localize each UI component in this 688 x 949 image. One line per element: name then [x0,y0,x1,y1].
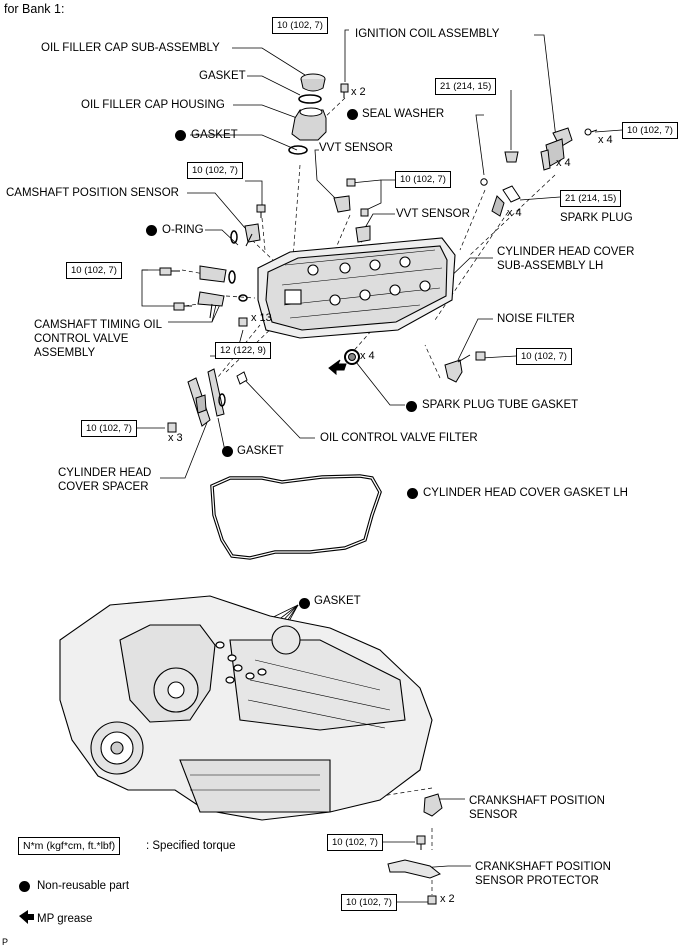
bank-title: for Bank 1: [4,2,65,16]
label-cylinder-head-cover-spacer: CYLINDER HEAD COVER SPACER [58,467,152,493]
torque-cover-bolt: 12 (122, 9) [215,342,271,359]
torque-spacer: 10 (102, 7) [81,420,137,437]
torque-cap-bolt: 10 (102, 7) [272,17,328,34]
torque-crank-protector: 10 (102, 7) [341,894,397,911]
figure-code: P [2,937,9,947]
label-spark-plug-tube-gasket: SPARK PLUG TUBE GASKET [422,399,579,411]
non-reusable-marker [299,598,310,609]
torque-washer-bolt: 21 (214, 15) [435,78,497,95]
label-gasket-housing: GASKET [191,129,238,141]
qty-protector-bolt: x 2 [440,893,455,905]
label-vvt-sensor-1: VVT SENSOR [319,142,393,154]
label-camshaft-timing-oil-control-valve-assembly: CAMSHAFT TIMING OIL CONTROL VALVE ASSEMB… [34,319,163,359]
label-cylinder-head-cover-sub-assembly-lh: CYLINDER HEAD COVER SUB-ASSEMBLY LH [497,246,635,272]
label-noise-filter: NOISE FILTER [497,313,575,325]
qty-tube-gasket: x 4 [360,350,375,362]
label-crankshaft-position-sensor: CRANKSHAFT POSITION SENSOR [469,795,605,821]
torque-noise-filter: 10 (102, 7) [516,348,572,365]
torque-camshaft-sensor: 10 (102, 7) [187,162,243,179]
non-reusable-marker [146,225,157,236]
label-gasket-top: GASKET [199,70,246,82]
non-reusable-marker [222,446,233,457]
label-oil-control-valve-filter: OIL CONTROL VALVE FILTER [320,432,478,444]
legend-torque-desc: : Specified torque [146,840,236,852]
qty-spark-plug: x 4 [507,207,522,219]
qty-cover-bolt: x 13 [251,312,272,324]
legend-non-reusable: Non-reusable part [37,880,130,892]
label-spark-plug: SPARK PLUG [560,212,633,224]
non-reusable-marker [175,130,186,141]
label-seal-washer: SEAL WASHER [362,108,445,120]
label-gasket-engine: GASKET [314,595,361,607]
non-reusable-marker [347,109,358,120]
qty-ignition-coil: x 4 [556,157,571,169]
label-ignition-coil-assembly: IGNITION COIL ASSEMBLY [355,28,500,40]
torque-timing-valve: 10 (102, 7) [66,262,122,279]
legend-mp-grease: MP grease [37,913,93,925]
label-cylinder-head-cover-gasket-lh: CYLINDER HEAD COVER GASKET LH [423,487,628,499]
label-vvt-sensor-2: VVT SENSOR [396,208,470,220]
qty-spacer-bolt: x 3 [168,432,183,444]
non-reusable-marker [407,488,418,499]
legend-torque-format: N*m (kgf*cm, ft.*lbf) [18,837,121,855]
legend-non-reusable-dot [19,881,30,892]
label-camshaft-position-sensor: CAMSHAFT POSITION SENSOR [6,187,179,199]
label-o-ring: O-RING [162,224,204,236]
qty-cap-bolt: x 2 [351,86,366,98]
torque-spark-plug: 21 (214, 15) [560,190,622,207]
mp-grease-arrow [19,910,34,924]
non-reusable-marker [406,401,417,412]
label-gasket-spacer: GASKET [237,445,284,457]
torque-vvt-sensor: 10 (102, 7) [395,171,451,188]
torque-ignition-coil: 10 (102, 7) [622,122,678,139]
qty-ignition-coil-bolt: x 4 [598,134,613,146]
label-oil-filler-cap-housing: OIL FILLER CAP HOUSING [81,99,225,111]
torque-crank-sensor: 10 (102, 7) [327,834,383,851]
label-oil-filler-cap-sub-assembly: OIL FILLER CAP SUB-ASSEMBLY [41,42,220,54]
label-crankshaft-position-sensor-protector: CRANKSHAFT POSITION SENSOR PROTECTOR [475,861,611,887]
